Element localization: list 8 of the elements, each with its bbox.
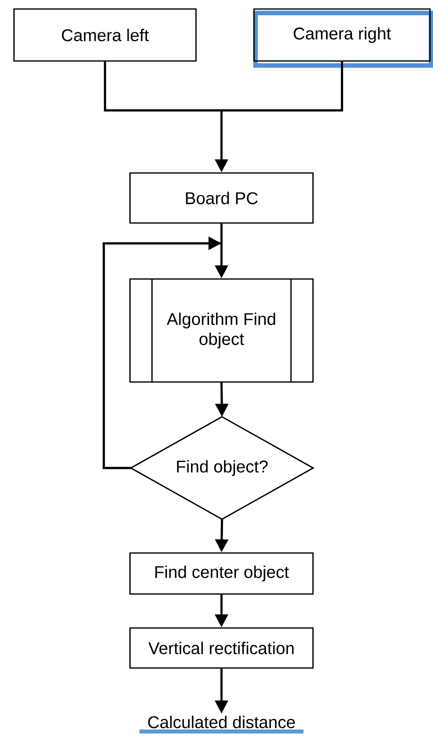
process-box: Camera left bbox=[13, 8, 197, 62]
output-label: Calculated distance bbox=[140, 716, 304, 734]
process-box: Find center object bbox=[129, 552, 314, 595]
arrow bbox=[102, 236, 222, 470]
subprocess-box: Algorithm Find object bbox=[129, 278, 314, 383]
process-box: Camera right bbox=[253, 8, 433, 68]
process-box: Board PC bbox=[129, 172, 314, 224]
process-box: Vertical rectification bbox=[129, 627, 314, 669]
